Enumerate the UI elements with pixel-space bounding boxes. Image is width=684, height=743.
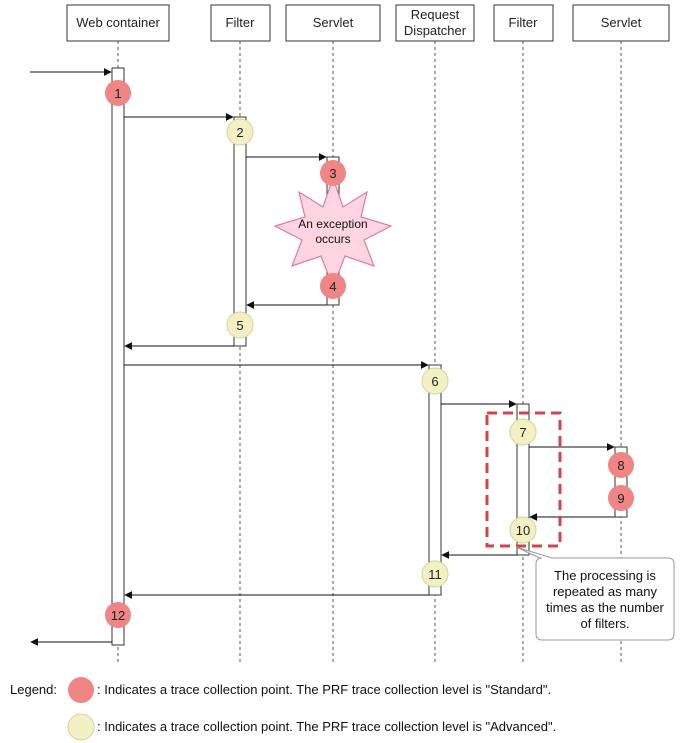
trace-point-6: 6 <box>421 367 449 395</box>
trace-point-3: 3 <box>320 160 346 186</box>
trace-point-label: 2 <box>236 125 243 140</box>
trace-point-7: 7 <box>509 418 537 446</box>
trace-point-label: 6 <box>431 374 438 389</box>
lifeline-title: Servlet <box>313 15 354 30</box>
legend-standard-swatch <box>68 677 94 703</box>
trace-point-label: 3 <box>329 166 336 181</box>
lifeline-header-servlet-1: Servlet <box>285 4 381 42</box>
trace-point-label: 1 <box>114 86 121 101</box>
trace-point-4: 4 <box>320 273 346 299</box>
callout-line-3: times as the number <box>546 600 664 615</box>
lifeline-title: Filter <box>226 15 256 30</box>
callout-line-4: of filters. <box>580 616 629 631</box>
callout-note: The processing is repeated as many times… <box>515 546 675 641</box>
trace-point-11: 11 <box>421 560 449 588</box>
exception-label-line-1: An exception <box>298 217 367 231</box>
lifeline-header-filter-1: Filter <box>210 4 271 42</box>
legend-advanced-text: : Indicates a trace collection point. Th… <box>97 719 556 734</box>
trace-point-12: 12 <box>105 602 131 628</box>
trace-point-10: 10 <box>509 516 537 544</box>
lifeline-header-filter-2: Filter <box>493 4 554 42</box>
lifeline-header-servlet-2: Servlet <box>572 4 670 42</box>
exception-label-line-2: occurs <box>315 232 350 246</box>
lifeline-title: Servlet <box>601 15 642 30</box>
exception-burst: An exception occurs <box>273 176 393 289</box>
legend: Legend: : Indicates a trace collection p… <box>10 677 556 741</box>
callout-line-1: The processing is <box>554 568 656 583</box>
legend-advanced-swatch <box>67 713 95 741</box>
activation-web-container <box>111 67 125 646</box>
lifeline-title: Web container <box>76 15 160 30</box>
activation-filter-1 <box>233 116 247 347</box>
trace-point-label: 11 <box>428 567 442 582</box>
activation-request-dispatcher <box>428 364 442 596</box>
trace-point-9: 9 <box>608 485 634 511</box>
trace-point-label: 12 <box>111 608 125 623</box>
lifeline-header-web-container: Web container <box>66 4 170 42</box>
trace-point-label: 10 <box>516 523 530 538</box>
trace-point-label: 7 <box>519 425 526 440</box>
trace-point-label: 9 <box>617 491 624 506</box>
repeat-loop-box <box>485 411 562 548</box>
trace-point-8: 8 <box>608 452 634 478</box>
lifeline-title: Filter <box>509 15 539 30</box>
trace-point-2: 2 <box>226 118 254 146</box>
lifeline-title-line-2: Dispatcher <box>404 23 467 38</box>
trace-point-label: 5 <box>236 318 243 333</box>
trace-point-5: 5 <box>226 311 254 339</box>
trace-point-label: 4 <box>329 279 336 294</box>
trace-point-label: 8 <box>617 458 624 473</box>
lifeline-title-line-1: Request <box>411 7 460 22</box>
lifeline-header-request-dispatcher: Request Dispatcher <box>395 4 475 42</box>
legend-standard-text: : Indicates a trace collection point. Th… <box>97 682 551 697</box>
trace-point-1: 1 <box>105 80 131 106</box>
legend-title: Legend: <box>10 682 57 697</box>
callout-line-2: repeated as many <box>553 584 658 599</box>
